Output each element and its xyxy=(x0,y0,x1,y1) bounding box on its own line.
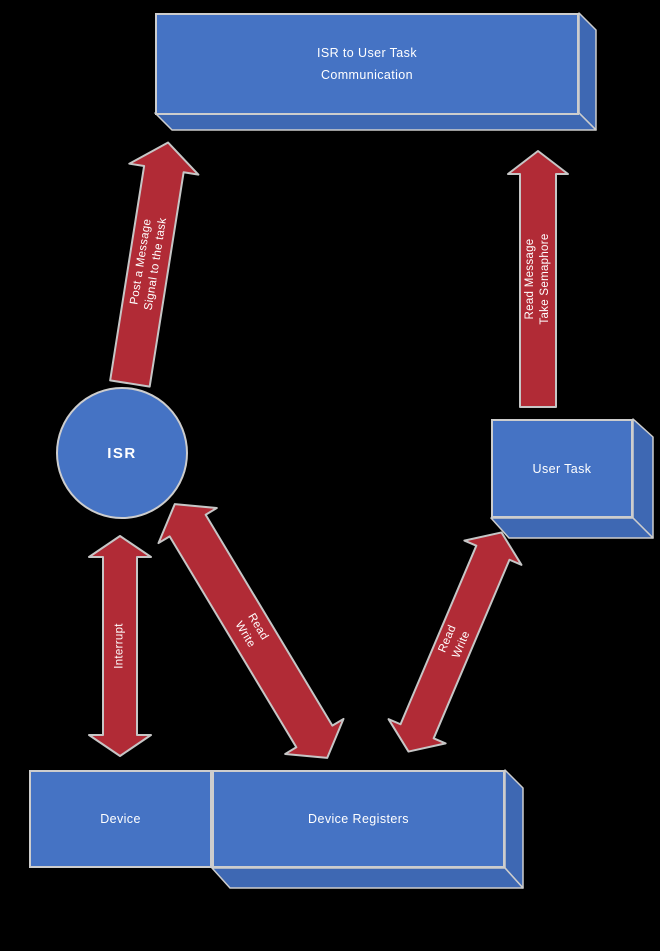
title-box-side-right xyxy=(578,12,597,131)
title-box-side-bottom xyxy=(154,112,597,131)
device-registers-node: Device Registers xyxy=(212,770,505,868)
arrow-read-write-left: Read Write xyxy=(143,485,358,778)
arrow-interrupt: Interrupt xyxy=(87,535,153,757)
arrow-up-shape xyxy=(109,141,200,388)
device-label: Device xyxy=(100,812,141,826)
device-node: Device xyxy=(29,770,212,868)
user-task-side-bottom xyxy=(490,517,654,539)
arrow-read-message-label: Read Message Take Semaphore xyxy=(524,233,551,325)
user-task-label: User Task xyxy=(532,461,592,476)
arrow-double-shape xyxy=(387,531,523,753)
isr-node: ISR xyxy=(56,387,188,519)
user-task-node: User Task xyxy=(491,419,633,518)
arrow-interrupt-label: Interrupt xyxy=(113,623,126,669)
title-box: ISR to User Task Communication xyxy=(155,13,579,115)
title-line-1: ISR to User Task xyxy=(317,46,417,60)
device-registers-label: Device Registers xyxy=(308,812,409,826)
title-box-label: ISR to User Task Communication xyxy=(317,42,417,86)
arrow-read-write-right: Read Write xyxy=(378,519,533,766)
arrow-post-message: Post a Message Signal to the task xyxy=(93,136,205,391)
arrow-up-shape xyxy=(507,150,569,408)
arrow-read-message: Read Message Take Semaphore xyxy=(506,150,570,408)
isr-label: ISR xyxy=(107,444,137,462)
title-line-2: Communication xyxy=(320,68,414,82)
device-registers-side-bottom xyxy=(211,867,524,889)
arrow-double-shape xyxy=(157,503,345,759)
arrow-double-shape xyxy=(88,535,152,757)
